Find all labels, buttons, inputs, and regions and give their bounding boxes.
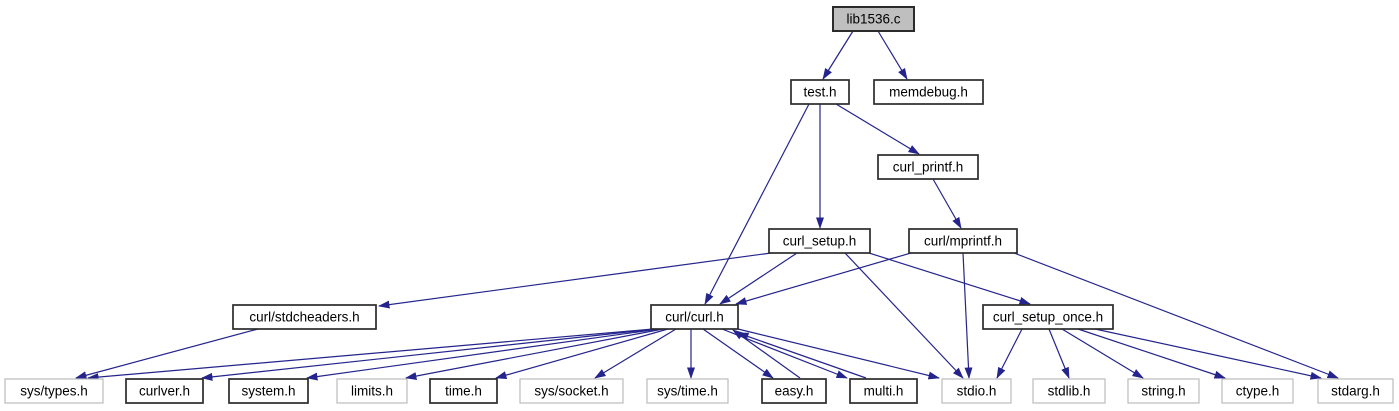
node-label-time-h: time.h [445,384,482,399]
node-label-stdcheaders-h: curl/stdcheaders.h [249,310,359,325]
node-stdlib-h: stdlib.h [1032,378,1106,404]
node-memdebug-h[interactable]: memdebug.h [873,79,984,105]
node-time-h[interactable]: time.h [429,378,498,404]
node-label-curl-curl-h: curl/curl.h [665,310,724,325]
node-label-memdebug-h: memdebug.h [889,85,968,100]
node-stdcheaders-h[interactable]: curl/stdcheaders.h [232,304,377,330]
edge-setup-once-h-to-ctype-h [1077,328,1226,379]
edge-curl-curl-h-to-system-h [306,328,660,381]
node-box-sys-time-h [646,378,729,404]
node-sys-socket-h: sys/socket.h [519,378,624,404]
node-curl-mprintf-h[interactable]: curl/mprintf.h [908,228,1018,254]
edge-curl-curl-h-to-easy-h [702,328,774,379]
node-label-curl-printf-h: curl_printf.h [893,160,964,175]
node-multi-h[interactable]: multi.h [849,378,918,404]
node-box-system-h[interactable] [228,378,309,404]
node-label-curlver-h: curlver.h [139,384,190,399]
node-box-curl-setup-h[interactable] [768,228,871,254]
node-limits-h: limits.h [336,378,408,404]
edge-curl-mprintf-h-to-stdarg-h [1013,252,1339,379]
node-ctype-h: ctype.h [1221,378,1294,404]
edge-lib1536-to-test-h [822,30,854,80]
node-label-curl-setup-h: curl_setup.h [783,234,857,249]
edge-curl-setup-h-to-stdcheaders-h [378,252,772,309]
node-label-sys-types-h: sys/types.h [20,384,88,399]
node-label-sys-socket-h: sys/socket.h [534,384,608,399]
node-sys-types-h: sys/types.h [4,378,104,404]
node-box-memdebug-h[interactable] [873,79,984,105]
node-box-stdlib-h [1032,378,1106,404]
node-string-h: string.h [1127,378,1200,404]
node-label-string-h: string.h [1141,384,1185,399]
node-box-setup-once-h[interactable] [982,304,1114,330]
node-label-system-h: system.h [241,384,295,399]
edge-setup-once-h-to-stdarg-h [1094,328,1322,380]
node-box-curl-curl-h[interactable] [650,304,739,330]
node-label-curl-mprintf-h: curl/mprintf.h [924,234,1002,249]
edge-curl-setup-h-to-setup-once-h [868,252,1031,305]
node-label-limits-h: limits.h [351,384,393,399]
node-box-stdcheaders-h[interactable] [232,304,377,330]
node-curl-setup-h[interactable]: curl_setup.h [768,228,871,254]
node-box-easy-h[interactable] [761,378,827,404]
edge-stdcheaders-h-to-sys-types-h [75,328,259,380]
node-system-h[interactable]: system.h [228,378,309,404]
node-box-test-h[interactable] [790,79,850,105]
edge-curl-curl-h-to-stdio-h [737,328,940,380]
node-label-stdarg-h: stdarg.h [1331,384,1380,399]
edge-test-h-to-curl-printf-h [835,103,920,155]
node-label-stdlib-h: stdlib.h [1048,384,1091,399]
node-box-stdio-h [941,378,1012,404]
edge-multi-h-to-curl-curl-h [737,332,867,379]
edge-curl-printf-h-to-curl-mprintf-h [932,178,962,229]
node-lib1536[interactable]: lib1536.c [832,6,915,32]
edge-lib1536-to-memdebug-h [877,30,908,80]
node-setup-once-h[interactable]: curl_setup_once.h [982,304,1114,330]
node-box-sys-socket-h [519,378,624,404]
node-box-curl-mprintf-h[interactable] [908,228,1018,254]
edge-setup-once-h-to-stdio-h [996,328,1023,379]
node-label-test-h: test.h [803,85,836,100]
edge-test-h-to-curl-curl-h [704,103,810,305]
edge-curl-curl-h-to-sys-socket-h [594,328,677,379]
node-box-curl-printf-h[interactable] [877,154,979,180]
node-label-stdio-h: stdio.h [957,384,997,399]
node-curl-printf-h[interactable]: curl_printf.h [877,154,979,180]
node-label-easy-h: easy.h [775,384,814,399]
edge-curl-curl-h-to-sys-types-h [87,328,654,382]
node-stdio-h: stdio.h [941,378,1012,404]
node-label-setup-once-h: curl_setup_once.h [993,310,1103,325]
edge-curl-mprintf-h-to-curl-curl-h [735,252,912,305]
edge-setup-once-h-to-string-h [1061,328,1144,379]
node-sys-time-h: sys/time.h [646,378,729,404]
edge-curl-setup-h-to-stdio-h [844,252,964,379]
node-box-curlver-h[interactable] [125,378,204,404]
node-stdarg-h: stdarg.h [1317,378,1394,404]
node-box-stdarg-h [1317,378,1394,404]
node-box-lib1536[interactable] [832,6,915,32]
node-label-multi-h: multi.h [864,384,904,399]
node-box-time-h[interactable] [429,378,498,404]
node-easy-h[interactable]: easy.h [761,378,827,404]
node-box-multi-h[interactable] [849,378,918,404]
edge-curl-curl-h-to-time-h [495,328,669,379]
node-box-limits-h [336,378,408,404]
node-box-ctype-h [1221,378,1294,404]
node-curlver-h[interactable]: curlver.h [125,378,204,404]
edge-curl-setup-h-to-curl-curl-h [719,252,798,305]
node-box-string-h [1127,378,1200,404]
node-curl-curl-h[interactable]: curl/curl.h [650,304,739,330]
edge-curl-curl-h-to-limits-h [405,328,664,380]
edge-setup-once-h-to-stdlib-h [1048,328,1070,379]
edge-curl-curl-h-to-curlver-h [201,328,657,381]
node-label-ctype-h: ctype.h [1236,384,1280,399]
node-label-sys-time-h: sys/time.h [657,384,718,399]
node-label-lib1536: lib1536.c [846,12,900,27]
node-box-sys-types-h [4,378,104,404]
edge-curl-mprintf-h-to-stdio-h [962,252,973,379]
node-test-h[interactable]: test.h [790,79,850,105]
